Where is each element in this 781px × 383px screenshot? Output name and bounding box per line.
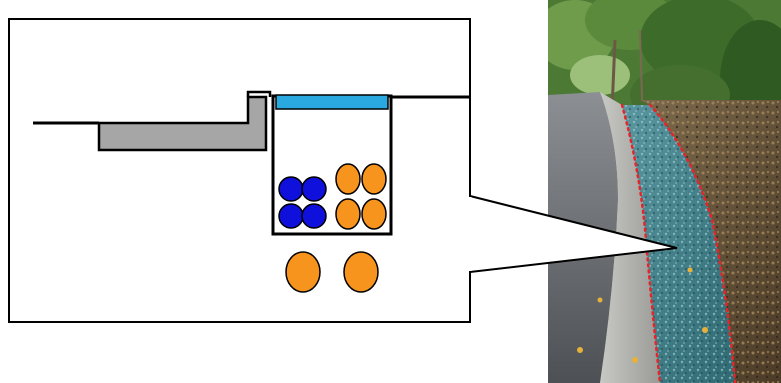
orange-ball (335, 163, 361, 195)
orange-ball-group-inside (335, 163, 387, 230)
blue-ball (278, 176, 304, 202)
orange-ball (285, 251, 321, 293)
orange-ball (361, 163, 387, 195)
road-slab (97, 95, 268, 152)
orange-ball (343, 251, 379, 293)
cross-section (33, 90, 470, 293)
blue-ball (301, 203, 327, 229)
roadside-photo (548, 0, 781, 383)
blue-ball (278, 203, 304, 229)
orange-ball (361, 198, 387, 230)
gravel-outline-right (648, 103, 737, 383)
orange-ball-group-below (285, 251, 379, 293)
orange-ball (335, 198, 361, 230)
blue-ball-group (278, 176, 327, 229)
curb-outline (246, 90, 272, 97)
trench-cover (275, 94, 389, 110)
blue-ball (301, 176, 327, 202)
inset-frame (8, 18, 471, 323)
